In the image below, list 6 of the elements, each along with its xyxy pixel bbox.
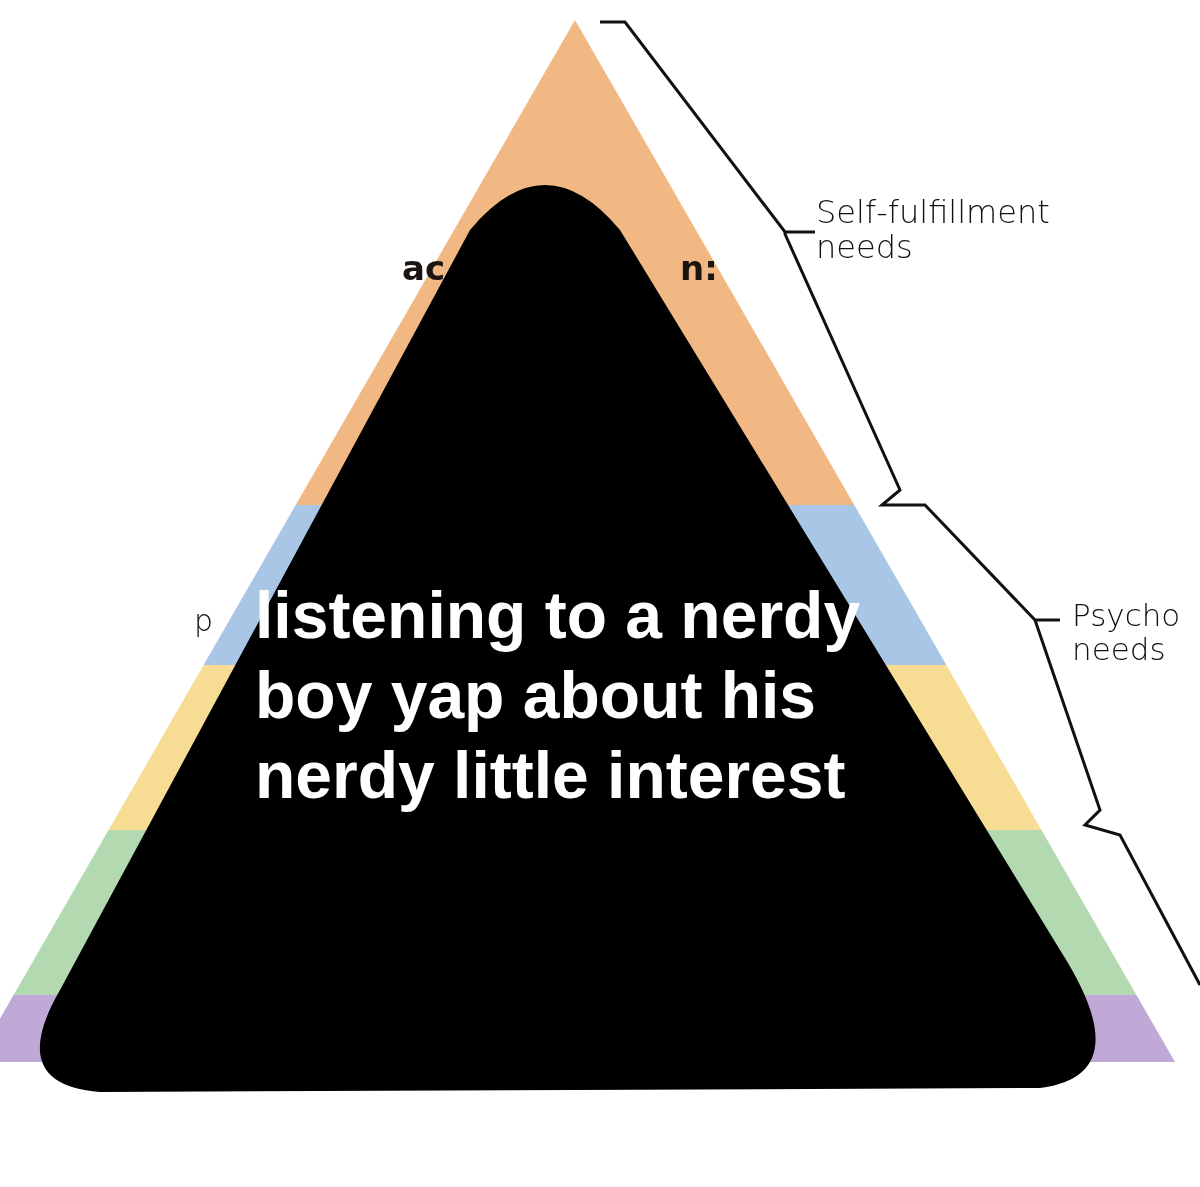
text-label: Psycho needs (1072, 598, 1182, 667)
text-label: Self-fulfillment needs (816, 195, 1051, 266)
text-label: n: (680, 250, 718, 288)
text-label: ac (402, 250, 446, 288)
text-label: p (194, 604, 214, 637)
caption-text: listening to a nerdy boy yap about his nerdy little interest (255, 577, 862, 814)
